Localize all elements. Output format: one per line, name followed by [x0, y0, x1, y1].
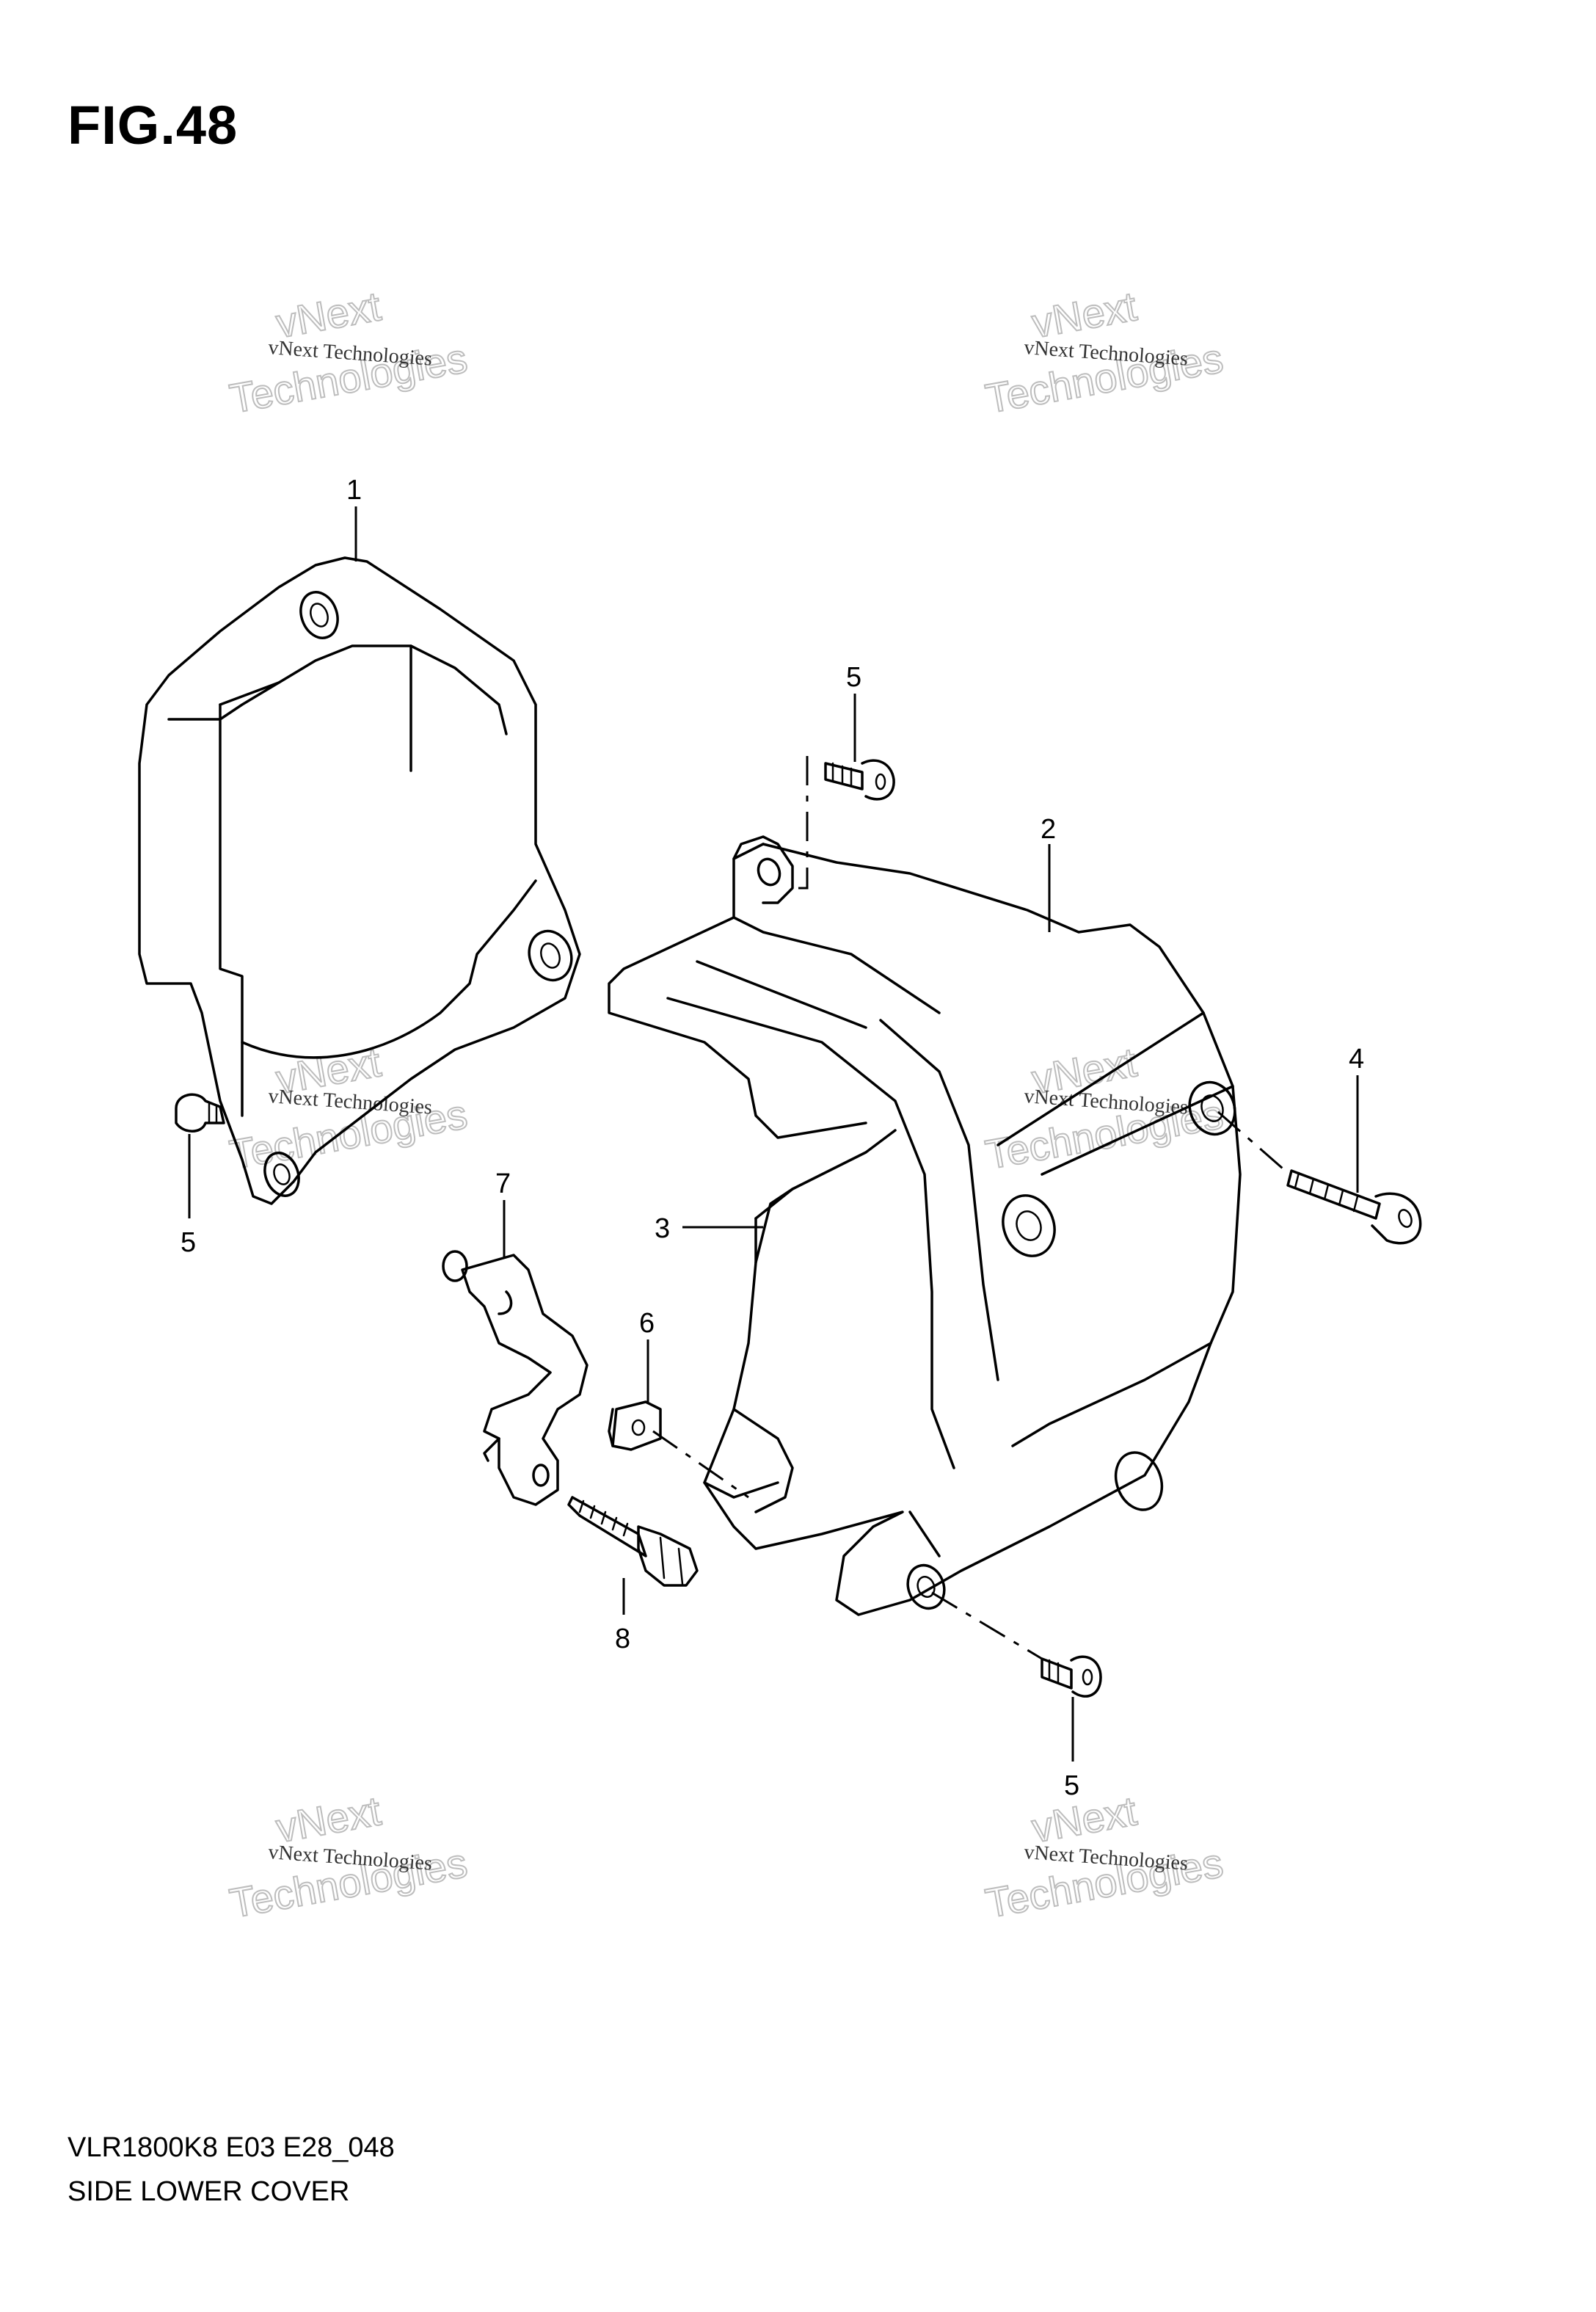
assembly-line-5-top	[792, 756, 809, 890]
part-1-cover-plate	[138, 556, 581, 1205]
callout-1: 1	[346, 475, 362, 506]
assembly-line-6	[652, 1430, 749, 1499]
model-code: VLR1800K8 E03 E28_048	[68, 2132, 395, 2163]
assembly-line-4	[1217, 1110, 1289, 1174]
callout-3: 3	[655, 1213, 670, 1244]
figure-title: FIG.48	[68, 95, 238, 156]
part-6-clip-nut	[608, 1400, 662, 1451]
section-name: SIDE LOWER COVER	[68, 2176, 350, 2207]
callout-8: 8	[615, 1624, 630, 1654]
part-7-bracket	[442, 1250, 589, 1506]
callout-7: 7	[495, 1168, 511, 1199]
part-5-screw-left	[175, 1093, 225, 1133]
callout-5-bottom: 5	[1064, 1770, 1079, 1801]
callout-6: 6	[639, 1308, 655, 1339]
part-2-lower-cover	[608, 835, 1242, 1616]
part-4-screw	[1286, 1169, 1422, 1245]
callout-4: 4	[1349, 1044, 1364, 1075]
part-8-bolt	[567, 1496, 699, 1587]
part-5-screw-top	[824, 759, 895, 801]
callout-2: 2	[1041, 814, 1056, 845]
callout-5-left: 5	[181, 1227, 196, 1258]
part-5-screw-bottom	[1041, 1655, 1102, 1698]
assembly-line-5-bottom	[931, 1591, 1043, 1660]
callout-5-top: 5	[846, 662, 861, 693]
